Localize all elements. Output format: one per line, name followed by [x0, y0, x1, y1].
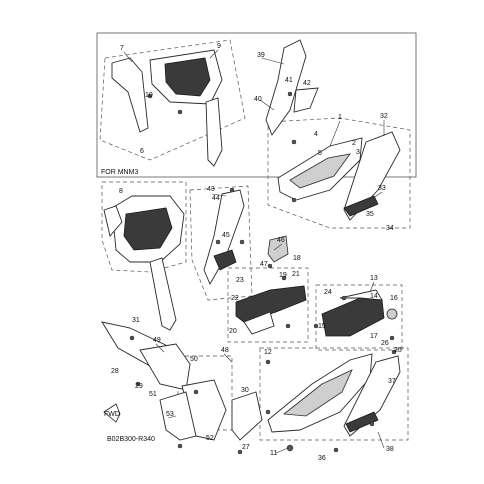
side-cowl-main-7 [103, 205, 123, 237]
callout-8: 8 [119, 188, 123, 195]
callout-2: 2 [352, 140, 356, 147]
section-label: FOR MNM3 [101, 169, 138, 176]
under-cowl-part-30 [231, 391, 263, 441]
callout-33: 33 [378, 185, 386, 192]
callout-6: 6 [140, 148, 144, 155]
callout-layer: 1 2 3 4 5 6 7 8 9 10 11 12 13 14 15 16 1… [111, 43, 402, 462]
upper-cowl-part-39 [265, 39, 307, 136]
callout-5: 5 [318, 150, 322, 157]
side-fairing-graphic [289, 153, 351, 189]
cover-part-13 [339, 289, 383, 301]
group-box-inset-right [267, 117, 411, 229]
lower-decal-33 [345, 411, 379, 433]
callout-3: 3 [356, 149, 360, 156]
front-cowl-main-inner [123, 207, 173, 251]
callout-39: 39 [257, 52, 265, 59]
callout-9: 9 [217, 43, 221, 50]
group-box-right-cover [315, 284, 403, 351]
fwd-arrow-icon: FWD [103, 403, 121, 423]
callout-29: 29 [135, 383, 143, 390]
callout-26: 26 [381, 340, 389, 347]
callout-47: 47 [260, 261, 268, 268]
callout-52: 52 [206, 435, 214, 442]
diagram-code: B02B300-R340 [107, 436, 155, 443]
callout-31: 31 [132, 317, 140, 324]
inner-panel-part-20 [243, 311, 275, 335]
inset-frame-mnm3 [96, 32, 417, 178]
upper-cowl-duct [213, 249, 237, 271]
callout-48: 48 [221, 347, 229, 354]
callout-14: 14 [370, 293, 378, 300]
callout-45: 45 [222, 232, 230, 239]
fasteners [129, 91, 397, 455]
leader-lines [123, 49, 385, 454]
callout-51: 51 [149, 391, 157, 398]
callout-41: 41 [285, 77, 293, 84]
callout-1: 1 [338, 114, 342, 121]
side-cowl-part-7 [111, 57, 149, 133]
side-panel-part-32 [343, 131, 401, 221]
callout-49: 49 [153, 337, 161, 344]
callout-30: 30 [241, 387, 249, 394]
group-box-front-cowl [101, 181, 187, 273]
callout-42: 42 [303, 80, 311, 87]
callout-13: 13 [370, 275, 378, 282]
grommet-part-16 [386, 308, 398, 320]
side-stay-part-6 [205, 97, 223, 167]
lower-side-panel-32 [343, 355, 401, 437]
callout-22: 22 [231, 295, 239, 302]
callout-37: 37 [388, 378, 396, 385]
callout-20: 20 [229, 328, 237, 335]
group-box-lower-side [259, 347, 409, 441]
callout-25: 25 [394, 347, 402, 354]
callout-16: 16 [390, 295, 398, 302]
callout-36: 36 [318, 455, 326, 462]
group-box-inner-panel [227, 267, 309, 343]
callout-10: 10 [145, 92, 153, 99]
callout-46: 46 [277, 237, 285, 244]
callout-34: 34 [386, 225, 394, 232]
callout-53: 53 [166, 411, 174, 418]
callout-24: 24 [324, 289, 332, 296]
callout-40: 40 [254, 96, 262, 103]
bracket-part-46 [267, 235, 289, 263]
callout-32: 32 [380, 113, 388, 120]
under-cowl-part-51 [159, 391, 197, 441]
upper-cowl-main [203, 189, 245, 286]
callout-12: 12 [264, 349, 272, 356]
callout-19: 19 [279, 272, 287, 279]
decal-part-33 [343, 195, 379, 217]
callout-17: 17 [370, 333, 378, 340]
callout-18: 18 [293, 255, 301, 262]
callout-4: 4 [314, 131, 318, 138]
side-stay-main [149, 257, 177, 331]
group-box-upper-cowl [189, 185, 253, 301]
cover-part-15 [321, 297, 385, 337]
callout-43: 43 [207, 186, 215, 193]
callout-50: 50 [190, 356, 198, 363]
callout-7: 7 [120, 45, 124, 52]
callout-28: 28 [111, 368, 119, 375]
front-cowl-inner-panel [164, 57, 211, 97]
callout-35: 35 [366, 211, 374, 218]
callout-21: 21 [292, 271, 300, 278]
under-cowl-part-49 [139, 343, 191, 391]
callout-23: 23 [236, 277, 244, 284]
callout-11: 11 [270, 450, 277, 457]
fwd-label: FWD [104, 411, 120, 418]
callout-44: 44 [212, 195, 220, 202]
lower-side-fairing-graphic [282, 369, 353, 417]
inner-panel-part-22 [235, 285, 307, 323]
panel-part-40 [293, 87, 319, 113]
callout-15: 15 [318, 323, 326, 330]
callout-27: 27 [242, 444, 250, 451]
group-box-inset-left [99, 39, 246, 161]
callout-38: 38 [386, 446, 394, 453]
